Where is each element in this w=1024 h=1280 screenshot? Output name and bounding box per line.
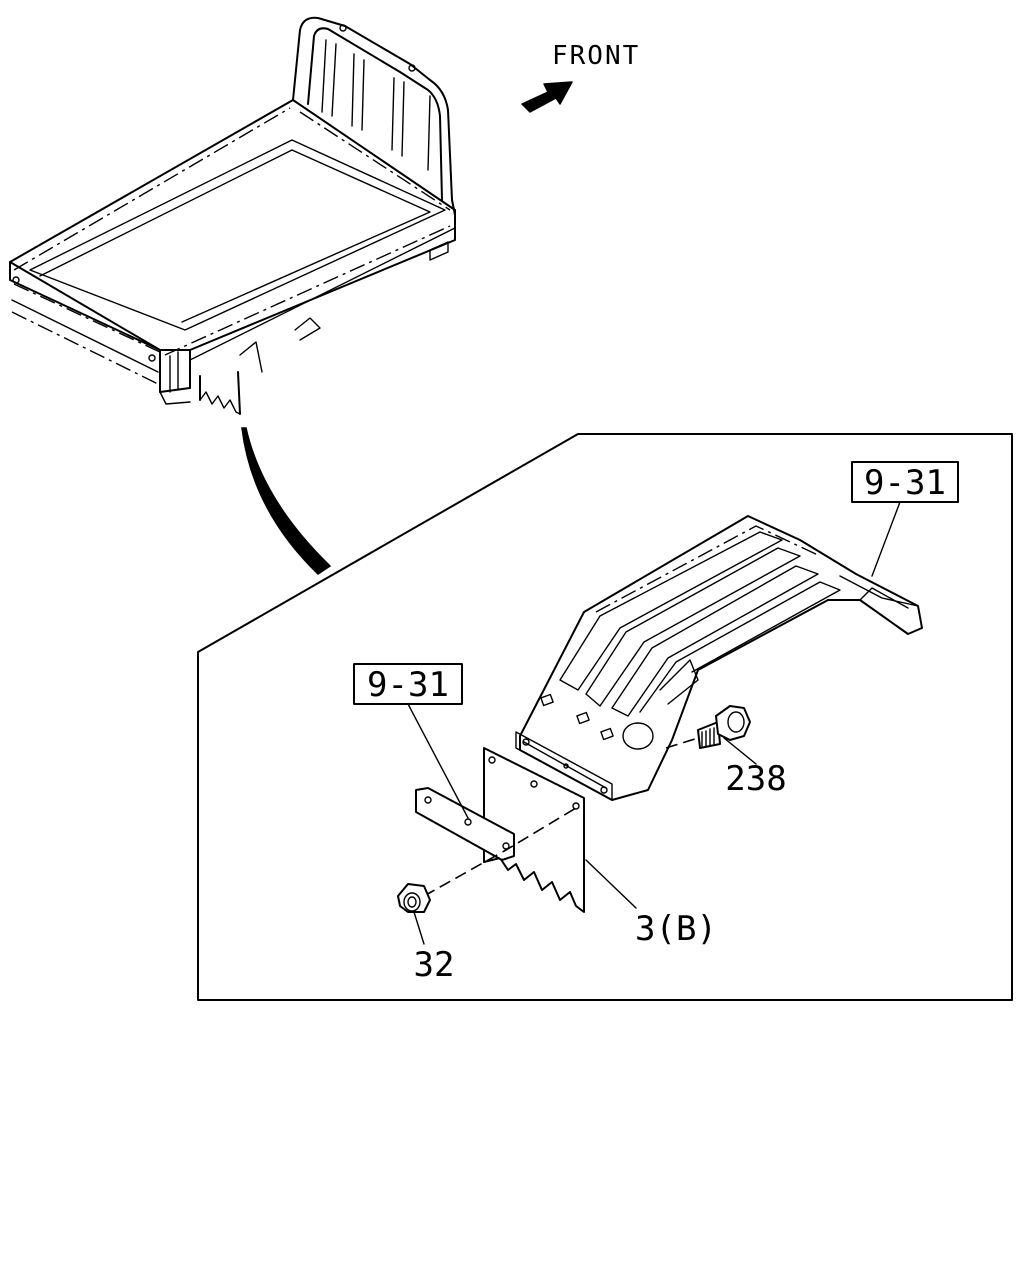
nut-callout: 32	[414, 945, 455, 985]
detail-pointer-icon	[241, 427, 332, 575]
mudguard-leader	[585, 859, 637, 909]
bolt-leader	[723, 737, 757, 765]
nut-leader	[413, 911, 425, 945]
fender-bracket-illustration	[515, 515, 923, 801]
ref-label-upper: 9-31	[864, 463, 946, 503]
front-label: FRONT	[552, 41, 640, 71]
ref-leader-lower	[407, 703, 469, 819]
bolt-illustration	[665, 705, 751, 749]
mudguard-callout: 3(B)	[635, 909, 717, 949]
detail-frame	[197, 433, 1013, 1001]
mudguard-illustration	[483, 747, 585, 913]
assembly-line	[423, 807, 577, 897]
flat-bracket-illustration	[415, 787, 515, 861]
ref-leader-upper	[871, 501, 901, 577]
truck-bed-illustration	[9, 16, 456, 415]
front-direction-arrow-icon	[521, 81, 573, 113]
ref-box-upper	[851, 461, 959, 503]
nut-illustration	[397, 883, 431, 913]
bolt-callout: 238	[725, 759, 786, 799]
ref-label-lower: 9-31	[367, 665, 449, 705]
